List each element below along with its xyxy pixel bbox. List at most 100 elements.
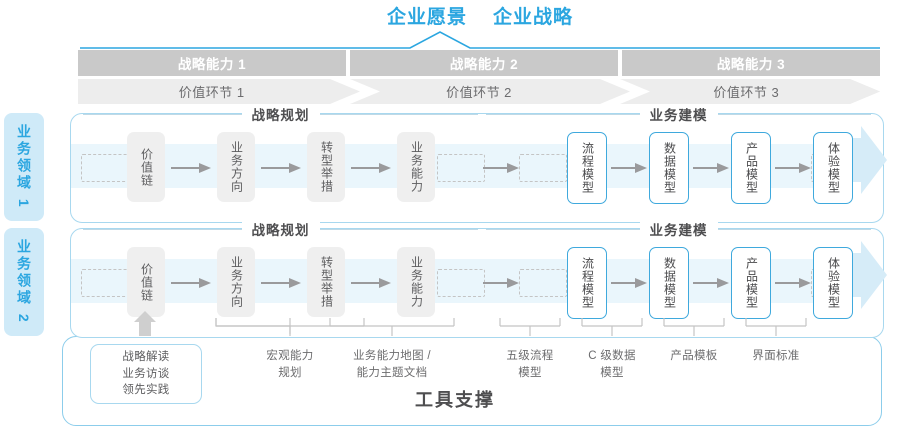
section-rule-left [486,113,640,115]
value-cell-1: 价值环节 1 [178,85,245,100]
arrow-right-icon [611,163,647,173]
tool-label-line-1: C 级数据 [588,350,636,362]
stage-label: 体验模型 [826,142,841,194]
stage-experience-model-row2[interactable]: 体验模型 [813,247,853,319]
section-title-business-modeling: 业务建模 [639,219,718,239]
capability-cell-1: 战略能力 1 [78,50,346,76]
stage-label: 业务能力 [409,141,424,193]
section-header-strategy-planning-row2: 战略规划 [83,219,478,239]
arrow-right-icon [171,163,211,173]
arrow-right-icon [171,278,211,288]
tool-label-interface-standard: 界面标准 [716,348,836,365]
domain-row-2: 战略规划 业务建模 价值链 业务方向 转型举措 业务能力 流程模型 数据模型 产… [70,219,887,338]
arrow-right-icon [693,278,729,288]
section-header-business-modeling-row2: 业务建模 [486,219,871,239]
stage-label: 转型举措 [319,141,334,193]
tool-label-line-2: 能力主题文档 [356,366,428,379]
stage-process-model-row1[interactable]: 流程模型 [567,132,607,204]
tool-label-line-1: 五级流程 [506,350,554,362]
stage-process-model-row2[interactable]: 流程模型 [567,247,607,319]
arrow-right-icon [775,278,811,288]
tool-label-line-2: 规划 [278,366,302,379]
tool-box-line-3: 领先实践 [122,384,170,397]
stage-label: 业务能力 [409,256,424,308]
stage-value-chain-row2[interactable]: 价值链 [127,247,165,317]
arrow-right-icon [611,278,647,288]
arrow-right-icon [351,278,391,288]
section-header-strategy-planning-row1: 战略规划 [83,104,478,124]
section-rule-left [486,228,640,230]
domain-2-label: 业务领域 2 [16,239,32,325]
arrow-right-icon [261,278,301,288]
domain-1-label: 业务领域 1 [16,124,32,210]
stage-label: 业务方向 [229,141,244,193]
section-header-business-modeling-row1: 业务建模 [486,104,871,124]
stage-label: 价值链 [139,262,154,302]
stage-transformation-row1[interactable]: 转型举措 [307,132,345,202]
tool-label-c-level-data: C 级数据 模型 [552,348,672,381]
stage-value-chain-row1[interactable]: 价值链 [127,132,165,202]
section-rule-left [83,228,242,230]
stage-label: 流程模型 [580,142,595,194]
stage-business-direction-row2[interactable]: 业务方向 [217,247,255,317]
stage-label: 价值链 [139,147,154,187]
tool-label-product-template: 产品模板 [634,348,754,365]
capability-cell-3: 战略能力 3 [622,50,880,76]
stage-data-model-row2[interactable]: 数据模型 [649,247,689,319]
stage-label: 转型举措 [319,256,334,308]
value-chain-band: 价值环节 1 价值环节 2 价值环节 3 [78,79,880,104]
capability-band: 战略能力 1 战略能力 2 战略能力 3 [78,50,880,76]
tool-label-line-1: 业务能力地图 / [353,350,431,362]
section-rule-right [717,228,871,230]
tool-label-macro-capability: 宏观能力 规划 [230,348,350,381]
arrow-right-icon [351,163,391,173]
tool-box-line-2: 业务访谈 [122,367,170,380]
track-mid2-row2 [519,269,567,297]
section-rule-right [717,113,871,115]
title-enterprise-strategy: 企业战略 [493,7,574,28]
title-enterprise-vision: 企业愿景 [386,7,467,28]
bottom-title-tool-support: 工具支撑 [415,390,495,410]
arrow-right-icon [693,163,729,173]
section-rule-right [319,113,478,115]
tool-label-line-1: 宏观能力 [266,350,314,362]
stage-product-model-row1[interactable]: 产品模型 [731,132,771,204]
section-title-business-modeling: 业务建模 [639,104,718,124]
stage-experience-model-row1[interactable]: 体验模型 [813,132,853,204]
section-rule-right [319,228,478,230]
sidebar-item-domain-1[interactable]: 业务领域 1 [4,113,44,221]
arrow-right-icon [775,163,811,173]
tool-box-line-1: 战略解读 [122,351,170,363]
section-title-strategy-planning: 战略规划 [241,219,320,239]
tool-label-line-2: 模型 [600,366,624,379]
value-band-background [78,79,880,104]
tool-label-line-1: 界面标准 [752,350,800,362]
value-cell-3: 价值环节 3 [713,85,780,100]
domain-row-1: 战略规划 业务建模 价值链 业务方向 转型举措 业务能力 流程模型 数据模型 产… [70,104,887,223]
stage-transformation-row2[interactable]: 转型举措 [307,247,345,317]
tent-connector-icon [80,31,880,49]
arrow-right-icon [483,163,519,173]
tool-label-five-level-process: 五级流程 模型 [470,348,590,381]
stage-business-direction-row1[interactable]: 业务方向 [217,132,255,202]
sidebar-item-domain-2[interactable]: 业务领域 2 [4,228,44,336]
tool-label-line-1: 产品模板 [670,350,718,362]
section-rule-left [83,113,242,115]
stage-label: 体验模型 [826,257,841,309]
value-band-chevrons-icon [330,79,880,104]
tool-box-strategy-interpretation[interactable]: 战略解读 业务访谈 领先实践 [90,344,202,405]
value-cell-2: 价值环节 2 [446,85,512,100]
stage-business-capability-row2[interactable]: 业务能力 [397,247,435,317]
tool-label-capability-map: 业务能力地图 / 能力主题文档 [330,348,454,381]
stage-product-model-row2[interactable]: 产品模型 [731,247,771,319]
section-title-strategy-planning: 战略规划 [241,104,320,124]
arrow-right-icon [483,278,519,288]
value-band-labels: 价值环节 1 价值环节 2 价值环节 3 [78,79,880,104]
stage-label: 业务方向 [229,256,244,308]
stage-label: 产品模型 [744,257,759,309]
stage-data-model-row1[interactable]: 数据模型 [649,132,689,204]
header-titles: 企业愿景 企业战略 [330,4,630,32]
stage-business-capability-row1[interactable]: 业务能力 [397,132,435,202]
